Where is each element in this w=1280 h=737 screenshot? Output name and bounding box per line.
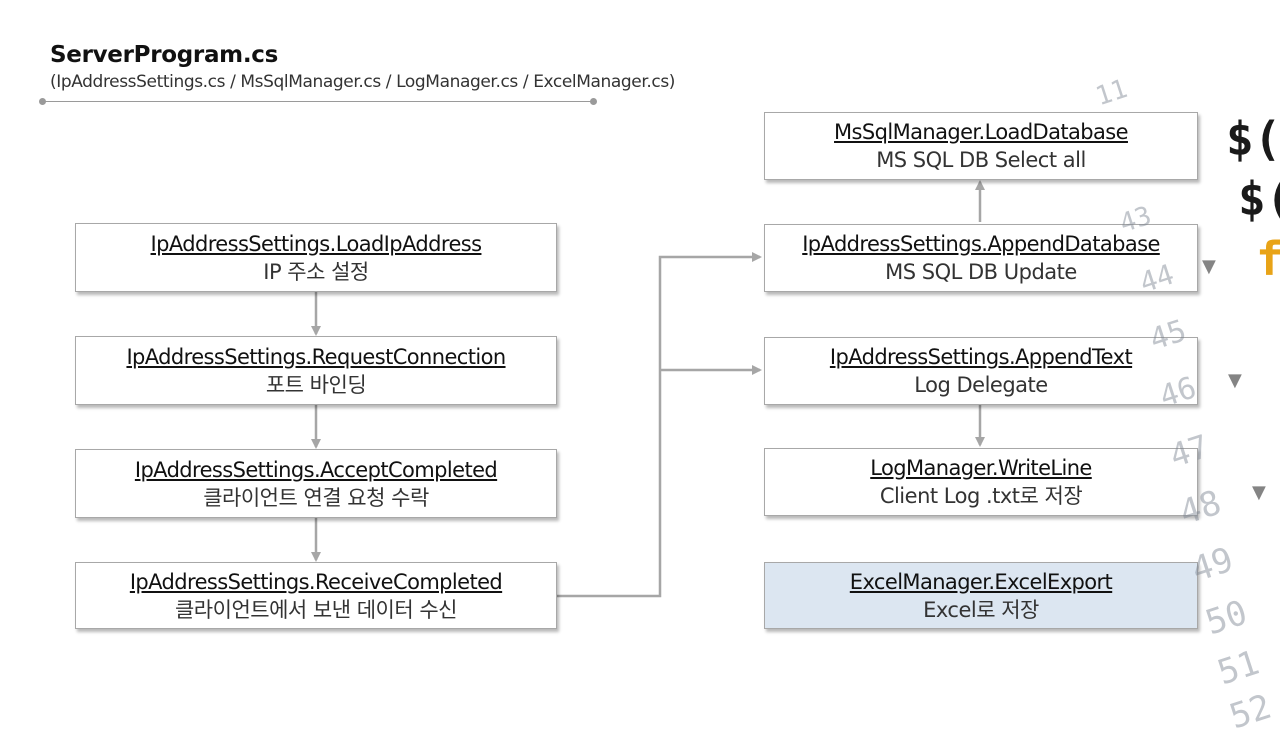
node-description: 포트 바인딩 (265, 372, 367, 397)
node-description: MS SQL DB Select all (876, 148, 1086, 172)
node-request-connection: IpAddressSettings.RequestConnection 포트 바… (75, 336, 557, 405)
node-title: IpAddressSettings.ReceiveCompleted (129, 569, 503, 594)
diagram-title: ServerProgram.cs (50, 42, 278, 68)
node-receive-completed: IpAddressSettings.ReceiveCompleted 클라이언트… (75, 562, 557, 629)
node-description: 클라이언트에서 보낸 데이터 수신 (174, 597, 458, 622)
node-description: IP 주소 설정 (263, 259, 369, 284)
node-title: LogManager.WriteLine (870, 456, 1092, 480)
connector-lines (311, 180, 985, 598)
node-load-ip-address: IpAddressSettings.LoadIpAddress IP 주소 설정 (75, 223, 557, 292)
node-title: IpAddressSettings.AcceptCompleted (134, 457, 498, 482)
node-description: MS SQL DB Update (885, 260, 1077, 284)
node-write-line: LogManager.WriteLine Client Log .txt로 저장 (764, 448, 1198, 516)
node-description: Excel로 저장 (923, 597, 1039, 622)
node-title: ExcelManager.ExcelExport (849, 569, 1113, 594)
fold-triangle-icon: ▼ (1228, 370, 1242, 391)
node-title: IpAddressSettings.RequestConnection (126, 344, 506, 369)
fold-triangle-icon: ▼ (1252, 482, 1266, 503)
node-load-database: MsSqlManager.LoadDatabase MS SQL DB Sele… (764, 112, 1198, 180)
node-append-database: IpAddressSettings.AppendDatabase MS SQL … (764, 224, 1198, 292)
node-accept-completed: IpAddressSettings.AcceptCompleted 클라이언트 … (75, 449, 557, 518)
fold-triangle-icon: ▼ (1202, 256, 1216, 277)
node-append-text: IpAddressSettings.AppendText Log Delegat… (764, 337, 1198, 405)
node-excel-export: ExcelManager.ExcelExport Excel로 저장 (764, 562, 1198, 629)
node-description: Client Log .txt로 저장 (879, 484, 1083, 508)
node-title: IpAddressSettings.LoadIpAddress (150, 231, 483, 256)
diagram-subtitle: (IpAddressSettings.cs / MsSqlManager.cs … (50, 72, 676, 92)
title-divider (39, 98, 597, 105)
node-title: IpAddressSettings.AppendDatabase (802, 232, 1160, 256)
arrow-receive-to-append-database (557, 252, 762, 598)
node-title: IpAddressSettings.AppendText (829, 345, 1133, 369)
code-glyph: f (1256, 232, 1280, 286)
code-glyph: $( (1238, 172, 1280, 226)
node-title: MsSqlManager.LoadDatabase (834, 120, 1129, 144)
node-description: Log Delegate (914, 373, 1048, 397)
node-description: 클라이언트 연결 요청 수락 (203, 485, 429, 510)
code-glyph: $( (1226, 112, 1280, 166)
